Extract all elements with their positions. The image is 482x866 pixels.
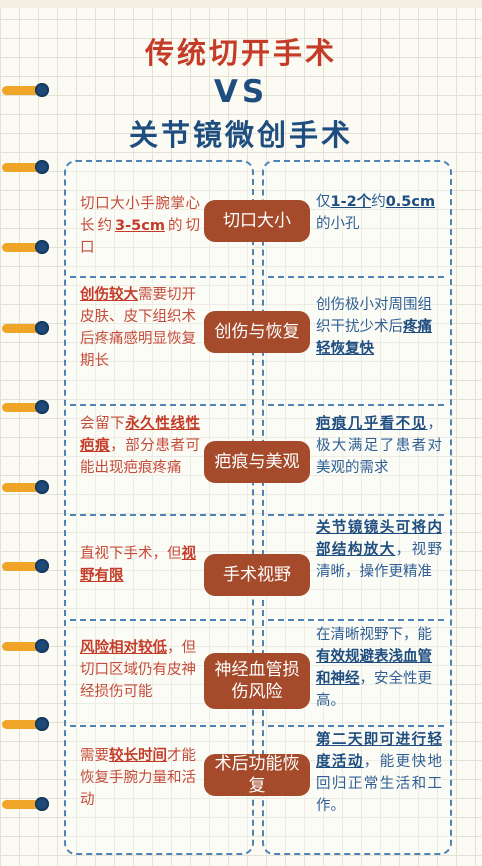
emphasis-text: 创伤较大 (80, 287, 138, 303)
title-vs: VS (213, 74, 269, 110)
binder-ring-icon (2, 558, 52, 574)
row-divider (70, 404, 246, 406)
row-divider (70, 725, 246, 727)
text-segment: 仅 (316, 194, 331, 210)
emphasis-text: 1-2个 (330, 194, 372, 210)
row-divider (268, 619, 444, 621)
text-segment: 切口大小手腕掌心长约 (80, 196, 200, 234)
text-segment: 的小孔 (316, 216, 360, 232)
text-segment: 约 (371, 194, 386, 210)
binder-ring-icon (2, 479, 52, 495)
text-segment: ，安全性更高。 (316, 671, 432, 709)
text-segment: 在清晰视野下，能 (316, 627, 432, 643)
right-text: 疤痕几乎看不见，极大满足了患者对美观的需求 (316, 413, 442, 479)
right-text: 仅1-2个约0.5cm 的小孔 (316, 191, 442, 235)
row-divider (70, 619, 246, 621)
text-segment: ，极大满足了患者对美观的需求 (316, 416, 442, 476)
row-divider (268, 404, 444, 406)
left-text: 需要较长时间才能恢复手腕力量和活动 (80, 745, 200, 811)
emphasis-text: 第二天即可进行轻度活动 (316, 732, 442, 770)
left-text: 会留下永久性线性疤痕，部分患者可能出现疤痕疼痛 (80, 413, 200, 479)
left-text: 创伤较大需要切开皮肤、皮下组织术后疼痛感明显恢复期长 (80, 284, 200, 372)
emphasis-text: 较长时间 (109, 748, 167, 764)
text-segment: 直视下手术，但 (80, 546, 182, 562)
row-label-pill: 术后功能恢复 (204, 754, 310, 796)
text-segment: ，能更快地回归正常生活和工作。 (316, 754, 443, 814)
title-line-3: 关节镜微创手术 (128, 118, 353, 152)
emphasis-text: 有效规避表浅血管和神经 (316, 649, 432, 687)
emphasis-text: 视野有限 (80, 546, 196, 584)
row-label-pill: 疤痕与美观 (204, 441, 310, 483)
text-segment: 才能恢复手腕力量和活动 (80, 748, 196, 808)
text-segment: 会留下 (80, 416, 126, 432)
binder-ring-icon (2, 82, 52, 98)
emphasis-text: 风险相对较低 (80, 640, 167, 656)
row-label-pill: 神经血管损伤风险 (204, 653, 310, 709)
notebook-top-strip (0, 0, 482, 8)
right-text: 第二天即可进行轻度活动，能更快地回归正常生活和工作。 (316, 729, 442, 817)
title-line-1: 传统切开手术 (144, 36, 337, 70)
text-segment: 的切口 (80, 218, 200, 256)
emphasis-text: 疼痛轻恢复快 (316, 319, 432, 357)
emphasis-text: 3-5cm (115, 218, 165, 234)
left-text: 直视下手术，但视野有限 (80, 543, 200, 587)
left-text: 切口大小手腕掌心长约3-5cm的切口 (80, 193, 200, 259)
row-label-pill: 手术视野 (204, 554, 310, 596)
emphasis-text: 疤痕几乎看不见 (316, 416, 428, 432)
text-segment: ，视野清晰，操作更精准 (316, 542, 443, 580)
row-divider (268, 276, 444, 278)
binder-ring-icon (2, 320, 52, 336)
arthroscopy-column (262, 160, 452, 855)
left-text: 风险相对较低，但切口区域仍有皮神经损伤可能 (80, 637, 200, 703)
traditional-surgery-column (64, 160, 254, 855)
row-label-pill: 切口大小 (204, 200, 310, 242)
row-divider (70, 276, 246, 278)
text-segment: 需要 (80, 748, 109, 764)
row-divider (70, 514, 246, 516)
binder-ring-icon (2, 399, 52, 415)
row-divider (268, 725, 444, 727)
binder-ring-icon (2, 796, 52, 812)
text-segment: 创伤极小对周围组织干扰少术后 (316, 297, 432, 335)
binder-ring-icon (2, 638, 52, 654)
emphasis-text: 关节镜镜头可将内部结构放大 (316, 520, 442, 558)
text-segment: ，但切口区域仍有皮神经损伤可能 (80, 640, 196, 700)
emphasis-text: 0.5cm (385, 194, 436, 210)
row-label-pill: 创伤与恢复 (204, 311, 310, 353)
binder-ring-icon (2, 159, 52, 175)
right-text: 关节镜镜头可将内部结构放大，视野清晰，操作更精准 (316, 517, 442, 583)
text-segment: ，部分患者可能出现疤痕疼痛 (80, 438, 201, 476)
text-segment: 需要切开皮肤、皮下组织术后疼痛感明显恢复期长 (80, 287, 196, 369)
emphasis-text: 永久性线性疤痕 (80, 416, 201, 454)
binder-ring-icon (2, 716, 52, 732)
row-divider (268, 514, 444, 516)
right-text: 在清晰视野下，能有效规避表浅血管和神经，安全性更高。 (316, 624, 442, 712)
right-text: 创伤极小对周围组织干扰少术后疼痛轻恢复快 (316, 294, 442, 360)
binder-ring-icon (2, 239, 52, 255)
